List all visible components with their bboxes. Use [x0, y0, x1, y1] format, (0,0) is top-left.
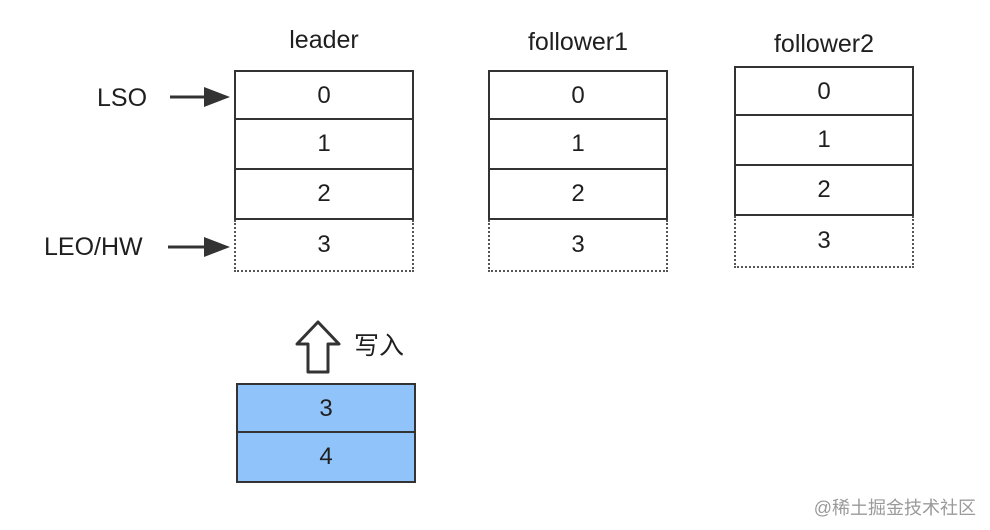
log-cell: 1 — [488, 120, 668, 170]
lso-label: LSO — [97, 84, 148, 112]
log-cell: 0 — [234, 70, 414, 120]
lso-arrow-icon — [170, 87, 230, 107]
log-cell: 2 — [234, 170, 414, 220]
write-label: 写入 — [354, 332, 405, 360]
log-cell: 2 — [488, 170, 668, 220]
log-cell-pending: 3 — [734, 216, 914, 268]
up-arrow-outline-icon — [295, 320, 341, 374]
incoming-cell: 4 — [236, 433, 416, 483]
log-cell: 1 — [734, 116, 914, 166]
follower1-log: 0 1 2 3 — [488, 70, 668, 272]
follower2-log: 0 1 2 3 — [734, 66, 914, 268]
follower2-title: follower2 — [773, 30, 875, 58]
watermark: @稀土掘金技术社区 — [813, 498, 976, 518]
follower1-title: follower1 — [527, 28, 629, 56]
log-cell: 2 — [734, 166, 914, 216]
leo-hw-arrow-icon — [168, 237, 230, 257]
log-cell-pending: 3 — [488, 220, 668, 272]
log-cell-pending: 3 — [234, 220, 414, 272]
log-cell: 1 — [234, 120, 414, 170]
leo-hw-label: LEO/HW — [44, 233, 143, 261]
incoming-messages: 3 4 — [236, 383, 416, 483]
log-cell: 0 — [734, 66, 914, 116]
leader-title: leader — [289, 26, 359, 54]
log-cell: 0 — [488, 70, 668, 120]
leader-log: 0 1 2 3 — [234, 70, 414, 272]
incoming-cell: 3 — [236, 383, 416, 433]
